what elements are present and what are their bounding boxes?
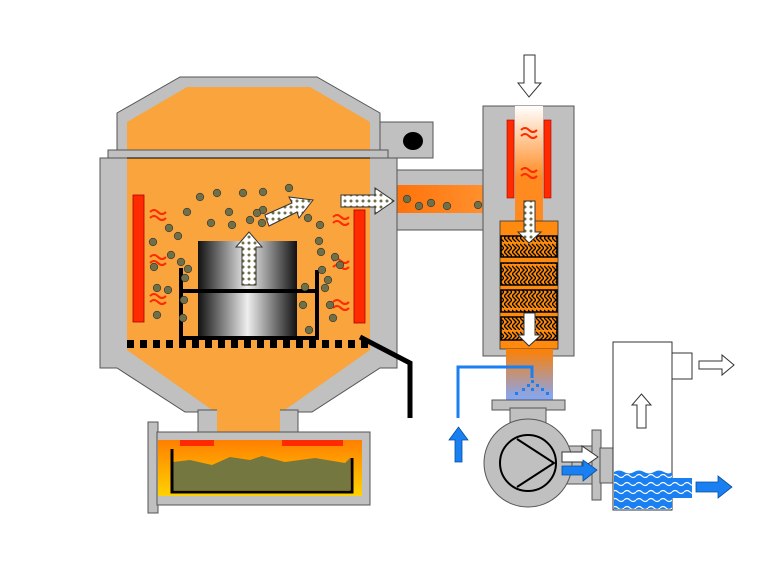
particle xyxy=(152,283,162,293)
particle xyxy=(182,207,192,217)
grate-bar xyxy=(166,340,173,348)
particle xyxy=(414,201,424,211)
particle xyxy=(164,223,174,233)
particle xyxy=(314,236,324,246)
catalyst-bed xyxy=(500,262,558,286)
grate-bar xyxy=(192,340,199,348)
heater-left xyxy=(132,194,145,323)
heat-wave-icon xyxy=(520,127,538,179)
particles xyxy=(148,183,483,335)
flow-arrow-icon xyxy=(561,445,599,469)
water-flow-arrow-icon xyxy=(695,475,733,499)
grate-bar xyxy=(335,340,342,348)
particle xyxy=(317,265,327,275)
particle xyxy=(298,300,308,310)
grate-bar xyxy=(361,340,368,348)
particle xyxy=(402,194,412,204)
particle xyxy=(316,247,326,257)
particle xyxy=(224,207,234,217)
sight-port xyxy=(379,121,434,159)
flow-arrow-icon xyxy=(698,353,735,377)
particle xyxy=(163,285,173,295)
grate-bar xyxy=(322,340,329,348)
particle xyxy=(257,218,267,228)
particle xyxy=(442,201,452,211)
grate-bar xyxy=(231,340,238,348)
particle xyxy=(166,250,176,260)
grate-bar xyxy=(153,340,160,348)
separator-tank xyxy=(612,341,693,511)
particle-flow-arrow-icon xyxy=(264,196,314,227)
particle xyxy=(173,231,183,241)
grate-bar xyxy=(348,340,355,348)
quench-section xyxy=(456,349,566,418)
particle xyxy=(304,325,314,335)
particle xyxy=(473,200,483,210)
particle xyxy=(315,220,325,230)
particle xyxy=(180,273,190,283)
particle xyxy=(206,218,216,228)
particle-flow-arrow-icon xyxy=(234,231,264,286)
pump xyxy=(483,407,615,508)
particle xyxy=(176,257,186,267)
particle xyxy=(328,313,338,323)
particle xyxy=(300,282,310,292)
particle xyxy=(152,310,162,320)
particle xyxy=(426,198,436,208)
heat-wave-icon xyxy=(149,209,350,311)
grate-bar xyxy=(205,340,212,348)
drain-pipe xyxy=(358,334,413,418)
particle xyxy=(252,208,262,218)
particle xyxy=(335,260,345,270)
flow-arrow-icon xyxy=(516,54,543,98)
particle xyxy=(183,264,193,274)
particle xyxy=(303,213,313,223)
grate-bar xyxy=(296,340,303,348)
particle-flow-arrow-icon xyxy=(516,200,543,244)
catalyst-bed xyxy=(500,289,558,313)
grate-bar xyxy=(283,340,290,348)
particle xyxy=(323,275,333,285)
particle xyxy=(325,300,335,310)
particle xyxy=(195,192,205,202)
particle xyxy=(320,283,330,293)
spray-droplets xyxy=(515,380,549,395)
particle xyxy=(212,188,222,198)
particle xyxy=(330,252,340,262)
particle xyxy=(284,183,294,193)
grate-bar xyxy=(127,340,134,348)
grate-bar xyxy=(270,340,277,348)
particle xyxy=(149,262,159,272)
particle xyxy=(179,295,189,305)
cracking-column xyxy=(482,105,575,357)
grate-bar xyxy=(257,340,264,348)
grate xyxy=(127,340,368,348)
water-flow-arrow-icon xyxy=(561,459,598,482)
particle xyxy=(258,187,268,197)
flow-arrow-icon xyxy=(630,393,653,429)
particle-flow-arrow-icon xyxy=(340,187,395,215)
particle xyxy=(238,188,248,198)
grate-bar xyxy=(140,340,147,348)
grate-bar xyxy=(218,340,225,348)
water-flow-arrow-icon xyxy=(448,426,469,463)
grate-bar xyxy=(179,340,186,348)
grate-bar xyxy=(244,340,251,348)
particle xyxy=(148,237,158,247)
particle xyxy=(178,313,188,323)
particle xyxy=(227,220,237,230)
basket xyxy=(179,268,319,340)
heater-right xyxy=(353,209,366,324)
flow-arrow-icon xyxy=(516,312,543,347)
particle xyxy=(245,215,255,225)
ash-collector xyxy=(147,421,371,514)
grate-bar xyxy=(309,340,316,348)
